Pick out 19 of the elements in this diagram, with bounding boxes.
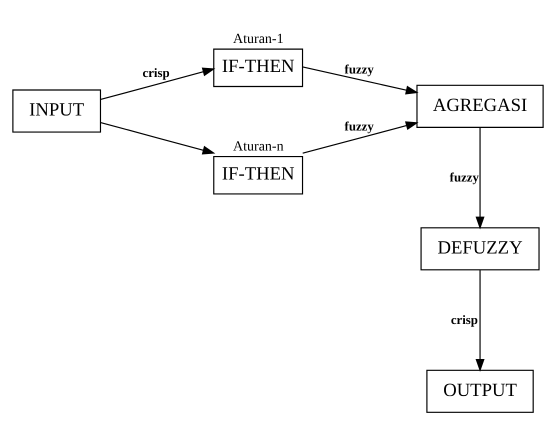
edge-label: fuzzy [450, 170, 479, 185]
node-box: INPUT [12, 89, 102, 133]
edge-label: crisp [450, 312, 478, 327]
edge-label: fuzzy [344, 62, 374, 76]
node-box: IF-THEN [213, 156, 304, 195]
arrow [302, 66, 419, 94]
arrow [476, 128, 485, 230]
node-box: DEFUZZY [420, 227, 540, 270]
arrow [100, 122, 216, 154]
arrow [100, 68, 216, 100]
edge-label: crisp [142, 66, 170, 80]
arrow [476, 270, 485, 372]
node-box: IF-THEN [213, 48, 304, 88]
node-box: AGREGASI [416, 84, 544, 128]
node-box: OUTPUT [426, 370, 534, 413]
edge-label: fuzzy [344, 120, 374, 134]
node-label: Aturan-1 [233, 32, 284, 47]
arrow [302, 121, 419, 154]
node-label: Aturan-n [233, 139, 284, 154]
